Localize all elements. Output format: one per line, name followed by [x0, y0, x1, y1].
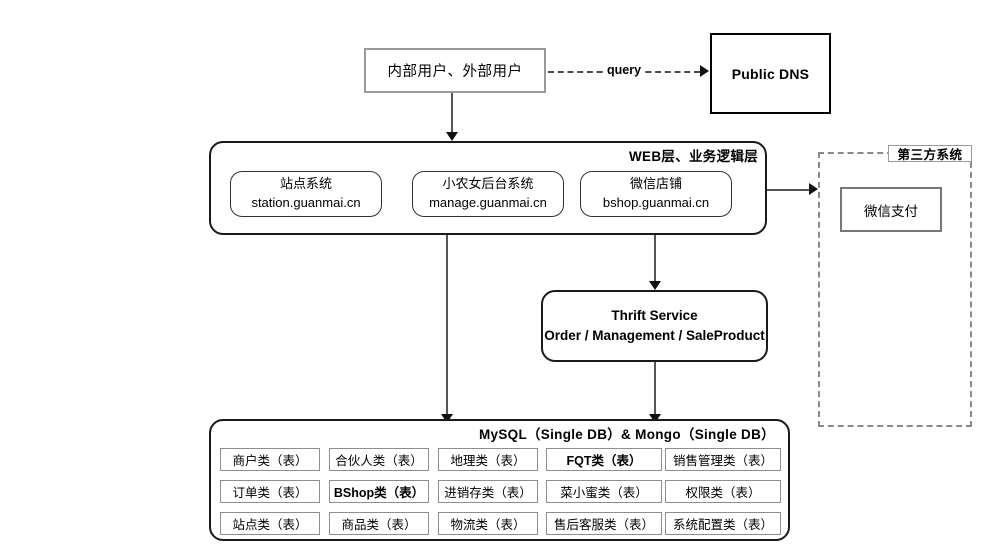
arrowhead-thrift	[649, 281, 661, 290]
connector-query-label: query	[604, 63, 645, 77]
node-thrift-subtitle: Order / Management / SaleProduct	[544, 328, 765, 343]
node-wechat-pay: 微信支付	[840, 187, 942, 232]
db-table-cell: 地理类（表）	[438, 448, 538, 471]
db-table-cell: 站点类（表）	[220, 512, 320, 535]
container-web-layer-title: WEB层、业务逻辑层	[629, 149, 758, 164]
db-table-cell: 售后客服类（表）	[546, 512, 662, 535]
db-table-cell: FQT类（表）	[546, 448, 662, 471]
arrowhead-db-from-thrift	[649, 414, 661, 423]
node-app-manage-domain: manage.guanmai.cn	[429, 195, 547, 210]
db-table-cell: 商品类（表）	[329, 512, 429, 535]
db-table-cell: 订单类（表）	[220, 480, 320, 503]
arrowhead-web-layer	[446, 132, 458, 141]
node-app-manage[interactable]: 小农女后台系统 manage.guanmai.cn	[412, 171, 564, 217]
db-table-cell: BShop类（表）	[329, 480, 429, 503]
connector-thrift-to-db	[654, 362, 656, 419]
connector-web-to-db	[446, 235, 448, 419]
node-app-bshop-name: 微信店铺	[629, 176, 682, 192]
db-table-cell: 商户类（表）	[220, 448, 320, 471]
arrowhead-dns	[700, 65, 709, 77]
connector-web-to-thirdparty	[767, 189, 812, 191]
db-table-cell: 权限类（表）	[665, 480, 781, 503]
node-app-bshop[interactable]: 微信店铺 bshop.guanmai.cn	[580, 171, 732, 217]
node-public-dns: Public DNS	[710, 33, 831, 114]
node-app-bshop-domain: bshop.guanmai.cn	[602, 195, 710, 210]
db-table-cell: 合伙人类（表）	[329, 448, 429, 471]
container-db-layer-title: MySQL（Single DB）& Mongo（Single DB）	[479, 427, 775, 442]
arrowhead-thirdparty	[809, 183, 818, 195]
node-app-station[interactable]: 站点系统 station.guanmai.cn	[230, 171, 382, 217]
db-table-cell: 进销存类（表）	[438, 480, 538, 503]
node-users: 内部用户、外部用户	[364, 48, 546, 93]
node-thrift-service: Thrift Service Order / Management / Sale…	[541, 290, 768, 362]
node-thrift-title: Thrift Service	[611, 308, 698, 324]
db-table-cell: 菜小蜜类（表）	[546, 480, 662, 503]
node-users-label: 内部用户、外部用户	[387, 64, 523, 80]
panel-third-party-title: 第三方系统	[897, 148, 963, 162]
node-app-station-domain: station.guanmai.cn	[251, 195, 361, 210]
node-app-manage-name: 小农女后台系统	[442, 176, 534, 192]
connector-users-to-web	[451, 93, 453, 134]
connector-web-to-thrift	[654, 235, 656, 283]
db-table-cell: 物流类（表）	[438, 512, 538, 535]
node-app-station-name: 站点系统	[279, 176, 332, 192]
node-wechat-pay-label: 微信支付	[864, 203, 918, 219]
panel-third-party-title-tab: 第三方系统	[888, 145, 972, 162]
db-table-cell: 系统配置类（表）	[665, 512, 781, 535]
node-public-dns-label: Public DNS	[731, 65, 810, 82]
db-table-cell: 销售管理类（表）	[665, 448, 781, 471]
arrowhead-db-from-web	[441, 414, 453, 423]
